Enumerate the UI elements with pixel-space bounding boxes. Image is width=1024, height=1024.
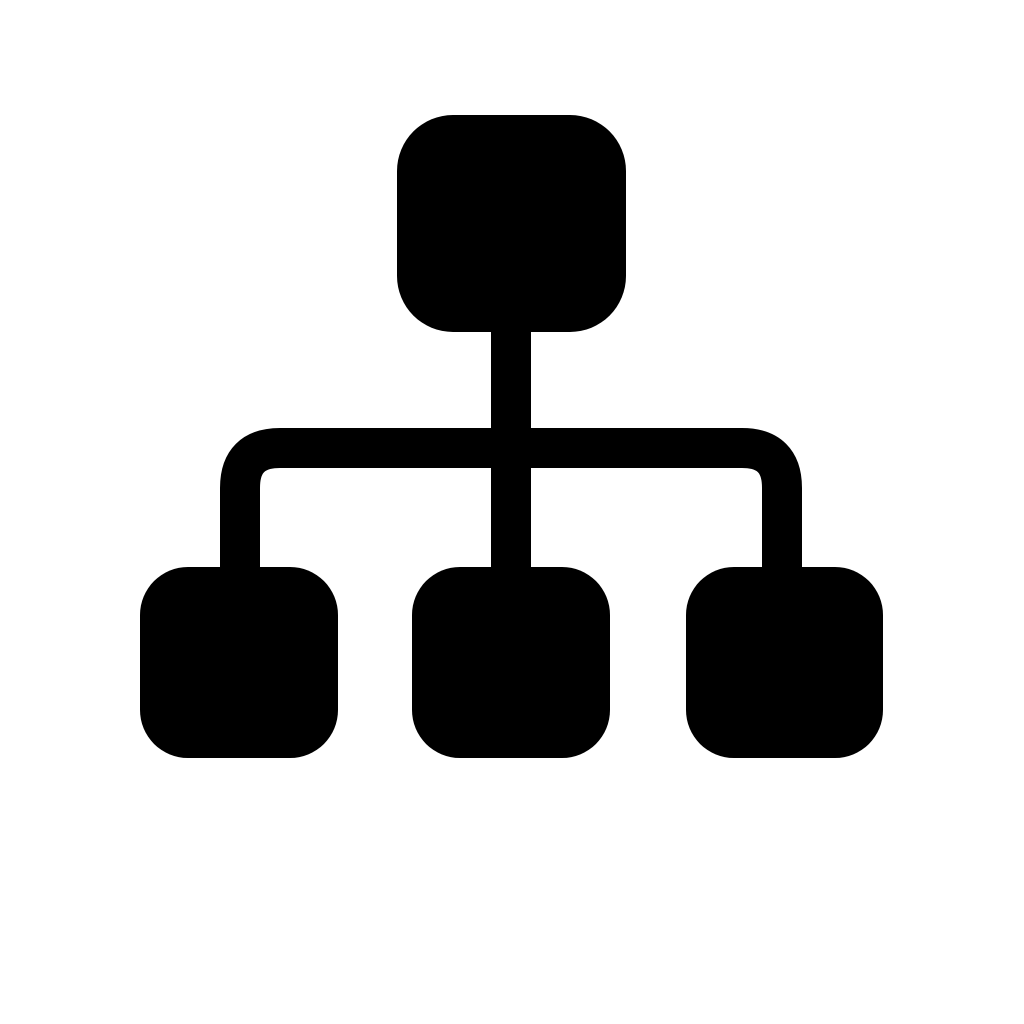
connector-lines	[220, 320, 802, 580]
child-node-left	[140, 567, 338, 758]
node-group	[140, 115, 883, 758]
parent-node	[397, 115, 626, 332]
child-node-right	[686, 567, 883, 758]
child-node-center	[412, 567, 610, 758]
